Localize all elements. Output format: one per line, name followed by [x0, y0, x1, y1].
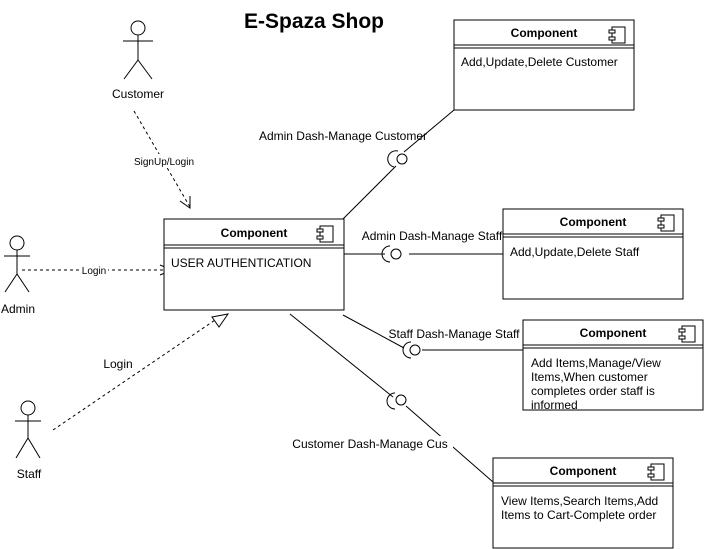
admin-staff-label: Admin Dash-Manage Staff	[362, 229, 503, 243]
actor-customer-label: Customer	[112, 87, 164, 101]
component-staff-management: Component Add,Update,Delete Staff	[502, 208, 684, 300]
component-icon	[316, 225, 334, 243]
actor-staff: Staff	[15, 400, 42, 481]
component-header: Component	[550, 464, 617, 478]
customer-head-icon	[130, 20, 146, 36]
customer-arrowhead	[179, 196, 191, 209]
component-body-line: Items,When customer	[531, 370, 648, 384]
component-header: Component	[221, 226, 288, 240]
auth-to-customer-line	[342, 165, 397, 220]
diagram-title: E-Spaza Shop	[244, 10, 384, 33]
staff-items-label: Staff Dash-Manage Staff	[389, 327, 521, 341]
component-header: Component	[580, 326, 647, 340]
admin-customer-label: Admin Dash-Manage Customer	[259, 129, 427, 143]
component-body-line: Add,Update,Delete Customer	[461, 55, 618, 69]
component-icon	[608, 26, 626, 44]
admin-login-label: Login	[82, 266, 106, 277]
component-items-management: Component Add Items,Manage/View Items,Wh…	[522, 319, 704, 412]
staff-arrowhead	[211, 313, 230, 328]
component-body-line: Add Items,Manage/View	[531, 356, 661, 370]
interface-socket-staff	[381, 245, 402, 263]
actor-staff-label: Staff	[17, 467, 42, 481]
customer-shopping-label: Customer Dash-Manage Cus	[292, 437, 447, 451]
component-icon	[647, 463, 665, 481]
customer-signup-label: SignUp/Login	[134, 157, 194, 168]
admin-head-icon	[9, 235, 25, 251]
component-body-line: Items to Cart-Complete order	[501, 508, 656, 522]
actor-admin-label: Admin	[1, 302, 35, 316]
auth-to-items-line	[342, 314, 405, 349]
component-customer-management: Component Add,Update,Delete Customer	[453, 19, 635, 111]
component-icon	[657, 214, 675, 232]
component-body-line: USER AUTHENTICATION	[171, 256, 311, 270]
actor-admin: Admin	[1, 235, 35, 316]
interface-socket-shopping	[386, 392, 407, 410]
component-customer-shopping: Component View Items,Search Items,Add It…	[492, 457, 674, 549]
component-body-line: completes order staff is	[531, 384, 655, 398]
component-header: Component	[560, 215, 627, 229]
customer-mgmt-line	[403, 109, 455, 153]
component-body-line: informed	[531, 398, 578, 412]
component-header: Component	[511, 26, 578, 40]
component-user-authentication: Component USER AUTHENTICATION	[163, 218, 345, 311]
interface-socket-customer	[387, 150, 408, 168]
actor-customer: Customer	[112, 20, 164, 101]
component-body-line: Add,Update,Delete Staff	[510, 245, 640, 259]
staff-login-label: Login	[103, 357, 132, 371]
staff-dependency-line	[52, 317, 219, 431]
interface-socket-items	[402, 341, 421, 359]
auth-to-shopping-line	[289, 313, 394, 398]
component-icon	[678, 325, 696, 343]
component-body-line: View Items,Search Items,Add	[501, 494, 658, 508]
staff-head-icon	[20, 400, 36, 416]
